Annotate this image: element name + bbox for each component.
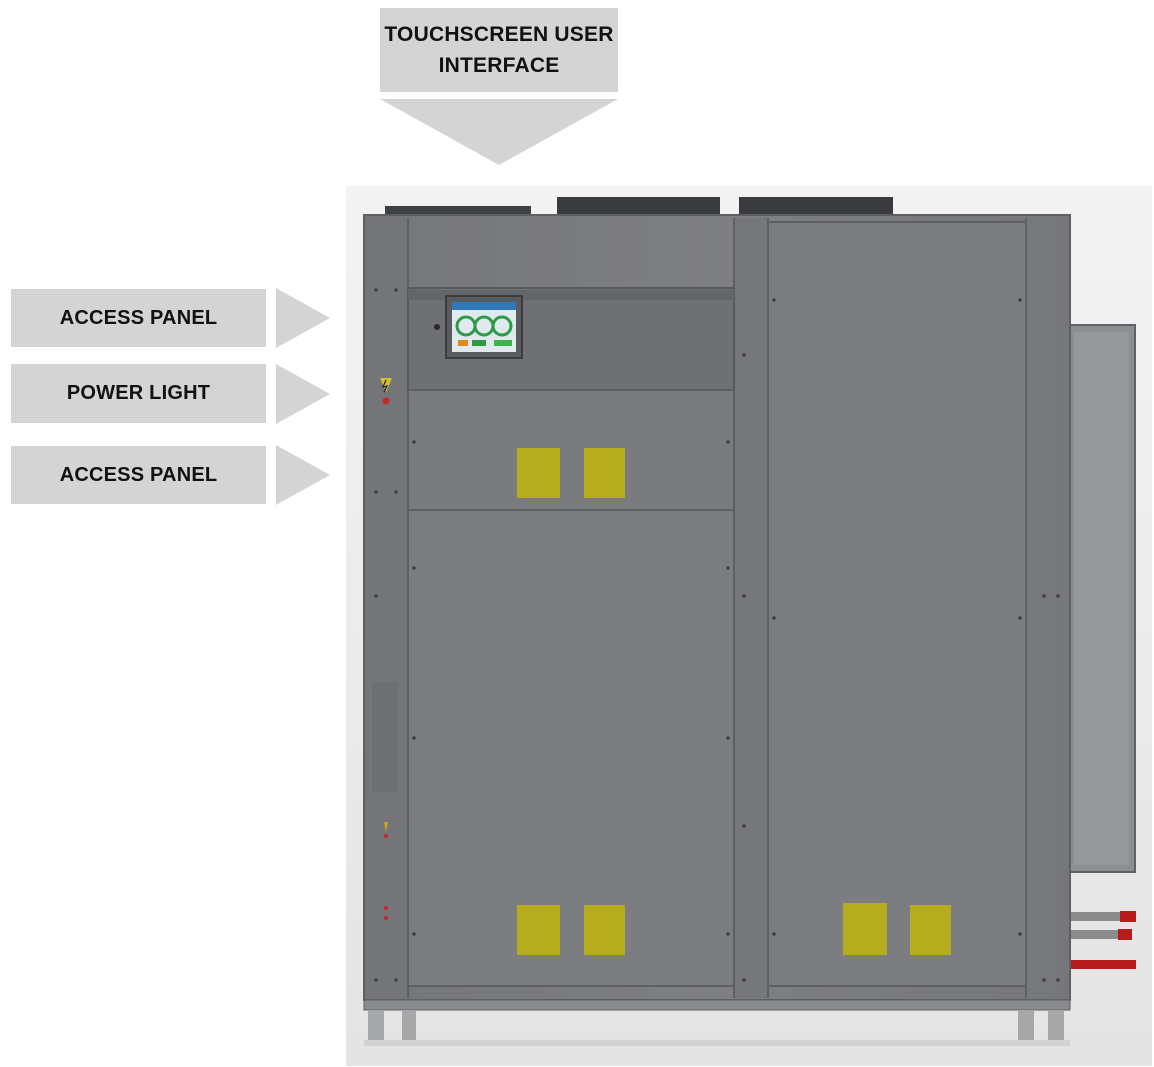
touchscreen-display-icon xyxy=(445,295,523,359)
top-vent-middle xyxy=(557,197,720,217)
leg xyxy=(402,1010,416,1042)
power-light xyxy=(382,397,390,405)
arrow-right-icon xyxy=(276,288,330,348)
warning-label xyxy=(584,905,625,955)
warning-label xyxy=(910,905,951,955)
access-panel-upper xyxy=(407,389,735,511)
callout-power-light: POWER LIGHT xyxy=(11,364,266,423)
warning-label xyxy=(843,903,887,955)
warning-label xyxy=(517,448,560,498)
pipe-lower xyxy=(1068,960,1136,969)
access-panel-lower xyxy=(407,509,735,987)
warning-label xyxy=(517,905,560,955)
leg xyxy=(1048,1010,1064,1042)
right-panel xyxy=(767,221,1027,987)
top-vent-right xyxy=(739,197,893,217)
pipe-upper xyxy=(1068,912,1136,921)
callout-access-panel-lower: ACCESS PANEL xyxy=(11,446,266,504)
arrow-right-icon xyxy=(276,445,330,505)
base-frame xyxy=(363,999,1071,1011)
pipe-middle xyxy=(1068,930,1130,939)
arrow-right-icon xyxy=(276,364,330,424)
arrow-down-icon xyxy=(380,99,618,165)
leg xyxy=(1018,1010,1034,1042)
callout-touchscreen-label: TOUCHSCREEN USER INTERFACE xyxy=(380,8,618,92)
cabinet-center-strip xyxy=(734,218,768,998)
leg xyxy=(368,1010,384,1042)
callout-access-panel-upper: ACCESS PANEL xyxy=(11,289,266,347)
cabinet-left-strip xyxy=(366,218,408,998)
lightning-warning-icon xyxy=(380,378,392,393)
warning-label xyxy=(584,448,625,498)
